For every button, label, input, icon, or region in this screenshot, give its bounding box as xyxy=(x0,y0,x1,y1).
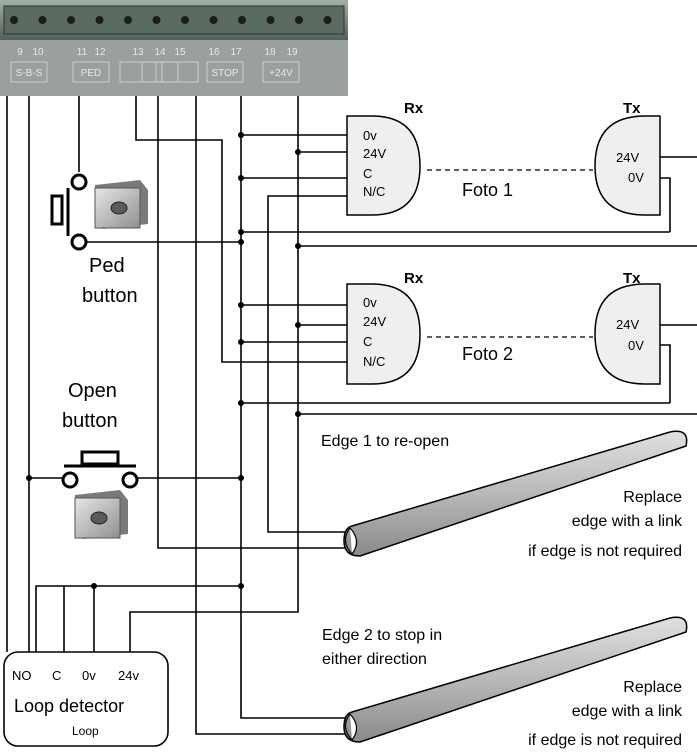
terminal-label-cell xyxy=(10,61,48,83)
foto2-rx-pin3: C xyxy=(363,334,372,349)
terminal-number: 11 xyxy=(77,47,88,58)
terminal-screw xyxy=(95,16,104,24)
terminal-number: 17 xyxy=(230,47,242,58)
terminal-number: 16 xyxy=(208,47,220,58)
edge2-note-line1: Replace xyxy=(623,679,682,696)
terminal-number: 13 xyxy=(132,47,144,58)
terminal-labels: 9 10 11 12 13 14 15 16 17 18 19S-B-S PED STOP +24V xyxy=(10,47,300,83)
foto1-rx-pin1: 0v xyxy=(363,128,377,143)
terminal-screw xyxy=(67,16,75,24)
edge1-title: Edge 1 to re-open xyxy=(321,433,449,450)
edge1-note-line1: Replace xyxy=(623,489,682,506)
ped-button-label-line1: Ped xyxy=(89,255,125,277)
loop-detector-title: Loop detector xyxy=(14,696,124,716)
terminal-label-cell xyxy=(72,61,110,83)
foto1-name: Foto 1 xyxy=(462,180,513,200)
terminal-screw xyxy=(181,16,189,24)
terminal-screw xyxy=(124,16,132,24)
ped-button-label-line2: button xyxy=(82,285,138,307)
terminal-number: 9 xyxy=(17,47,23,58)
loop-terminal-c: C xyxy=(52,668,61,683)
foto2-receiver xyxy=(346,283,421,385)
wiring xyxy=(6,96,697,735)
loop-detector-subtitle: Loop xyxy=(72,724,99,738)
terminal-label-cell xyxy=(262,61,300,83)
open-button-cap xyxy=(74,490,128,539)
edge1-note-line2: edge with a link xyxy=(572,513,683,530)
terminal-number: 14 xyxy=(154,47,166,58)
foto1-tx-pin1: 24V xyxy=(616,150,639,165)
foto2-transmitter xyxy=(594,283,661,385)
foto1-rx-pin4: N/C xyxy=(363,184,385,199)
terminal-screw xyxy=(209,16,218,24)
terminal-screw xyxy=(238,16,246,24)
edge1-note-line3: if edge is not required xyxy=(528,543,682,560)
loop-detector xyxy=(3,651,169,747)
open-button-symbol xyxy=(61,450,139,539)
loop-terminal-0v: 0v xyxy=(82,668,96,683)
foto2-tx-pin1: 24V xyxy=(616,317,639,332)
foto2-tx-pin2: 0V xyxy=(628,338,644,353)
terminal-label-cell xyxy=(206,61,244,83)
terminal-screw xyxy=(38,16,47,24)
foto1-receiver xyxy=(346,115,421,216)
foto2-tx-label: Tx xyxy=(623,270,641,287)
foto2-rx-pin1: 0v xyxy=(363,295,377,310)
terminal-label: PED xyxy=(81,68,102,79)
labels: Rx Tx 0v 24V C N/C 24V 0V Foto 1 Rx Tx 0… xyxy=(12,100,683,749)
open-button-label-line1: Open xyxy=(68,380,117,402)
foto1-rx-pin3: C xyxy=(363,166,372,181)
foto2-name: Foto 2 xyxy=(462,344,513,364)
foto1-tx-pin2: 0V xyxy=(628,170,644,185)
terminal-label: S-B-S xyxy=(16,68,43,79)
loop-terminal-no: NO xyxy=(12,668,32,683)
terminal-label: STOP xyxy=(211,68,238,79)
foto1-rx-label: Rx xyxy=(404,100,424,117)
edge2-title-line2: either direction xyxy=(322,651,427,668)
junction-dots xyxy=(26,132,301,589)
foto1-transmitter xyxy=(594,115,661,216)
terminal-label-cell xyxy=(119,61,157,83)
edge2-note-line2: edge with a link xyxy=(572,703,683,720)
edge2-note-line3: if edge is not required xyxy=(528,732,682,749)
terminal-label-cell xyxy=(161,61,199,83)
foto2-rx-pin2: 24V xyxy=(363,314,386,329)
edge2-title-line1: Edge 2 to stop in xyxy=(322,627,442,644)
terminal-number: 19 xyxy=(286,47,298,58)
terminal-label-cell xyxy=(141,61,179,83)
foto1-tx-label: Tx xyxy=(623,100,641,117)
terminal-screw xyxy=(152,16,161,24)
terminal-screw xyxy=(295,16,303,24)
foto2-rx-label: Rx xyxy=(404,270,424,287)
terminal-screws xyxy=(10,16,332,24)
terminal-number: 15 xyxy=(174,47,186,58)
ped-button-cap xyxy=(94,180,148,229)
terminal-screw xyxy=(10,16,18,24)
ped-button-symbol xyxy=(50,173,148,251)
edge2-symbol xyxy=(343,616,688,743)
terminal-block: 9 10 11 12 13 14 15 16 17 18 19S-B-S PED STOP +24V xyxy=(0,0,348,96)
terminal-screw xyxy=(266,16,275,24)
loop-terminal-24v: 24v xyxy=(118,668,139,683)
terminal-label: +24V xyxy=(269,68,293,79)
foto1-rx-pin2: 24V xyxy=(363,146,386,161)
edge1-symbol xyxy=(343,430,688,557)
terminal-number: 18 xyxy=(264,47,276,58)
open-button-label-line2: button xyxy=(62,410,118,432)
terminal-number: 10 xyxy=(32,47,44,58)
foto2-rx-pin4: N/C xyxy=(363,354,385,369)
terminal-screw xyxy=(323,16,332,24)
terminal-number: 12 xyxy=(94,47,106,58)
